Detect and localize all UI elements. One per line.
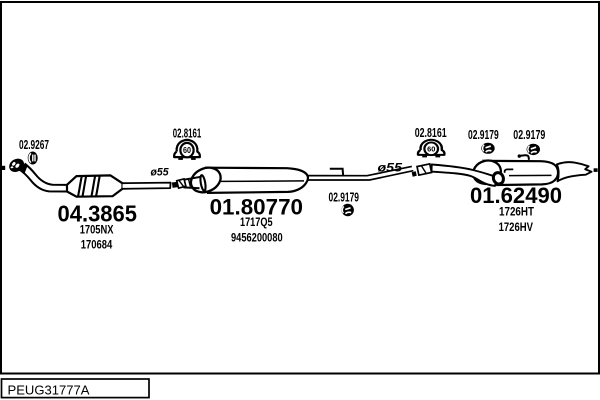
svg-text:9456200080: 9456200080: [231, 231, 283, 245]
svg-text:02.8161: 02.8161: [415, 125, 447, 140]
svg-text:02.9179: 02.9179: [329, 189, 360, 204]
svg-text:ø55: ø55: [378, 160, 403, 174]
svg-text:60: 60: [427, 145, 435, 153]
svg-text:02.9179: 02.9179: [468, 127, 499, 142]
svg-text:1726HT: 1726HT: [499, 207, 534, 219]
svg-text:02.9179: 02.9179: [513, 127, 545, 142]
svg-text:ø55: ø55: [151, 166, 170, 178]
svg-text:60: 60: [183, 146, 191, 155]
svg-text:PEUG31777A: PEUG31777A: [8, 384, 91, 398]
svg-text:04.3865: 04.3865: [58, 201, 138, 227]
svg-text:170684: 170684: [81, 240, 113, 252]
svg-text:02.9267: 02.9267: [19, 137, 49, 152]
svg-text:02.8161: 02.8161: [173, 125, 202, 140]
svg-text:1705NX: 1705NX: [80, 225, 114, 237]
svg-text:1717Q5: 1717Q5: [240, 217, 273, 229]
svg-text:01.62490: 01.62490: [470, 183, 562, 208]
svg-text:01.80770: 01.80770: [210, 195, 303, 220]
svg-text:1726HV: 1726HV: [499, 222, 534, 234]
